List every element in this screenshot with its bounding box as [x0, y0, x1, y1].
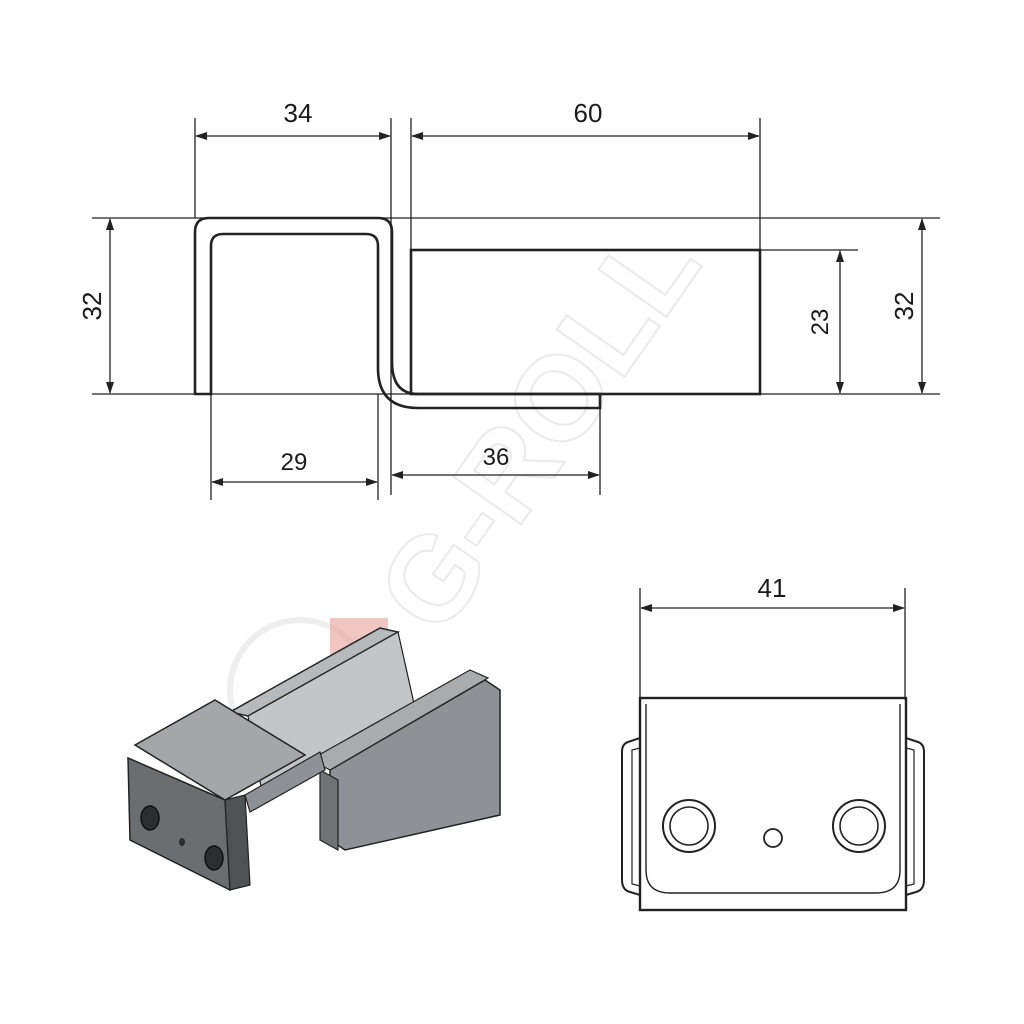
front-hole-center-icon — [763, 828, 783, 848]
front-inner-edge — [645, 704, 901, 894]
dim-label-60: 60 — [574, 98, 603, 128]
isometric-view — [127, 627, 501, 892]
front-wing-right — [905, 737, 925, 896]
front-body — [638, 696, 908, 912]
iso-top-plate — [133, 699, 307, 801]
front-view: 41 — [621, 573, 925, 912]
iso-right-wall-side — [319, 768, 339, 852]
front-wing-left — [621, 737, 641, 896]
dim-label-32-left: 32 — [77, 292, 107, 321]
iso-hole-small-icon — [179, 838, 185, 846]
watermark-text: G-ROLL — [352, 201, 726, 655]
dim-label-23: 23 — [807, 309, 834, 336]
dim-label-41: 41 — [758, 573, 787, 603]
front-wing-left-inner — [631, 747, 641, 887]
iso-hole-left-icon — [140, 805, 160, 831]
iso-front-inner — [244, 751, 326, 813]
dim-label-36: 36 — [483, 444, 510, 471]
dim-label-29: 29 — [281, 449, 308, 476]
side-view: 34 60 32 23 32 29 36 — [77, 98, 940, 500]
front-hole-right-icon — [832, 799, 886, 853]
iso-hole-right-icon — [204, 845, 224, 871]
dim-label-34: 34 — [284, 98, 313, 128]
iso-front-side — [224, 794, 251, 891]
part-profile-outer — [193, 216, 602, 410]
front-hole-left-icon — [662, 799, 716, 853]
front-wing-right-inner — [905, 747, 915, 887]
front-hole-right-inner-icon — [839, 806, 879, 846]
part-flange-box — [409, 248, 762, 396]
dim-label-32-right: 32 — [889, 292, 919, 321]
front-hole-left-inner-icon — [669, 806, 709, 846]
